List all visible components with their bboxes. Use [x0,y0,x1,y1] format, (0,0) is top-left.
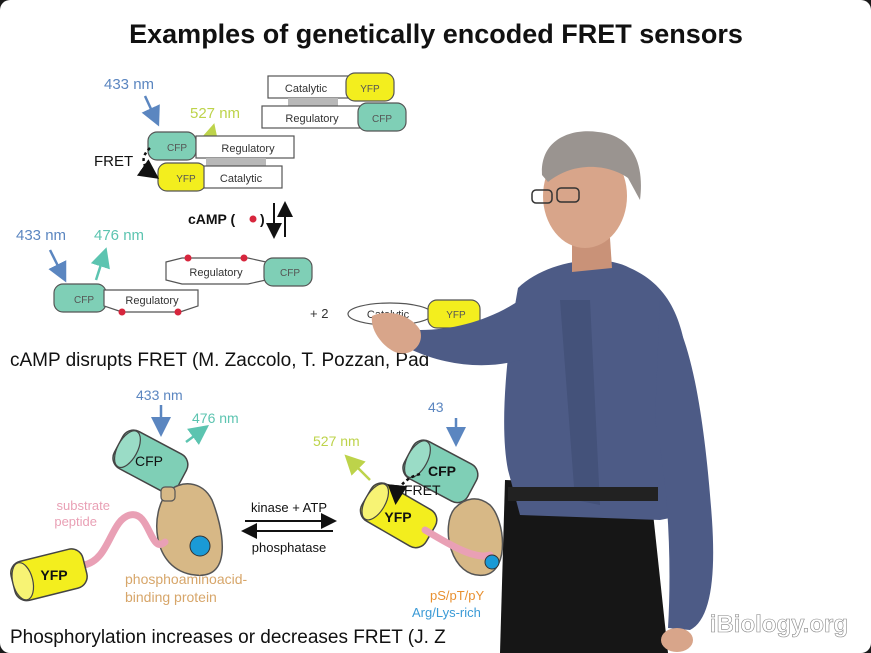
pab-label-2: binding protein [125,589,217,605]
cfp-label: CFP [428,463,456,479]
wavelength-433-label: 433 nm [104,76,154,93]
middle-diagram: 433 nm 476 nm Regulatory CFP CFP Regulat… [16,227,481,329]
yfp-label: YFP [176,174,196,185]
plus-two-label: + 2 [310,306,328,321]
cfp-cylinder [402,439,479,504]
bottom-diagram: 433 nm 476 nm CFP substrate peptide YFP … [10,387,504,620]
slide-title: Examples of genetically encoded FRET sen… [129,19,743,49]
wavelength-433-label: 433 nm [16,227,66,244]
regulatory-label: Regulatory [221,143,275,155]
wavelength-476-label: 476 nm [192,410,239,426]
cfp-cylinder [112,429,189,494]
excitation-arrow [141,95,160,127]
wavelength-433-label: 433 nm [136,387,183,403]
emission-arrow [344,454,371,481]
fret-dotted-arrow [136,147,160,179]
wavelength-527-label: 527 nm [313,433,360,449]
cfp-cylinder [263,257,313,287]
caption-camp: cAMP disrupts FRET (M. Zaccolo, T. Pozza… [10,350,429,371]
emission-arrow [90,247,110,281]
speaker-figure [371,131,714,653]
camp-close-paren: ) [260,211,265,227]
kinase-label: kinase + ATP [251,500,327,515]
yfp-label: YFP [360,84,380,95]
yfp-cylinder [10,548,88,602]
cfp-label: CFP [280,268,300,279]
regulatory-label: Regulatory [285,113,339,125]
fret-dotted-arrow [387,472,421,505]
cfp-label: CFP [372,114,392,125]
cfp-label: CFP [135,453,163,469]
yfp-label: YFP [446,310,466,321]
excitation-arrow [48,249,67,283]
substrate-peptide-icon [421,526,494,560]
caption-phosphorylation: Phosphorylation increases or decreases F… [10,627,446,648]
binding-pocket-icon [189,535,211,557]
wavelength-476-label: 476 nm [94,227,144,244]
yfp-cylinder [345,72,395,102]
cfp-cylinder [357,102,407,132]
regulatory-label: Regulatory [189,267,243,279]
wavelength-527-label: 527 nm [190,105,240,122]
substrate-label-2: peptide [54,514,97,529]
emission-arrow [185,425,210,445]
regulatory-label: Regulatory [125,295,179,307]
camp-label: cAMP ( [188,211,236,227]
fret-label: FRET [94,153,133,170]
cfp-label: CFP [167,143,187,154]
yfp-label: YFP [40,567,67,583]
substrate-peptide-icon [80,511,169,569]
catalytic-label: Catalytic [220,173,263,185]
arg-lys-label: Arg/Lys-rich [412,605,481,620]
wavelength-433-right-label: 43 [428,399,444,415]
substrate-label-1: substrate [57,498,110,513]
phosphatase-label: phosphatase [252,540,326,555]
yfp-label: YFP [384,509,411,525]
fret-label: FRET [404,482,441,498]
watermark-logo: iBiology.org [710,611,848,638]
pab-label-1: phosphoaminoacid- [125,571,248,587]
phospho-residue-label: pS/pT/pY [430,588,485,603]
camp-dot-icon [249,215,257,223]
catalytic-label: Catalytic [285,83,328,95]
top-diagram: 433 nm 527 nm Catalytic YFP Regulatory C… [94,72,407,239]
cfp-label: CFP [74,295,94,306]
